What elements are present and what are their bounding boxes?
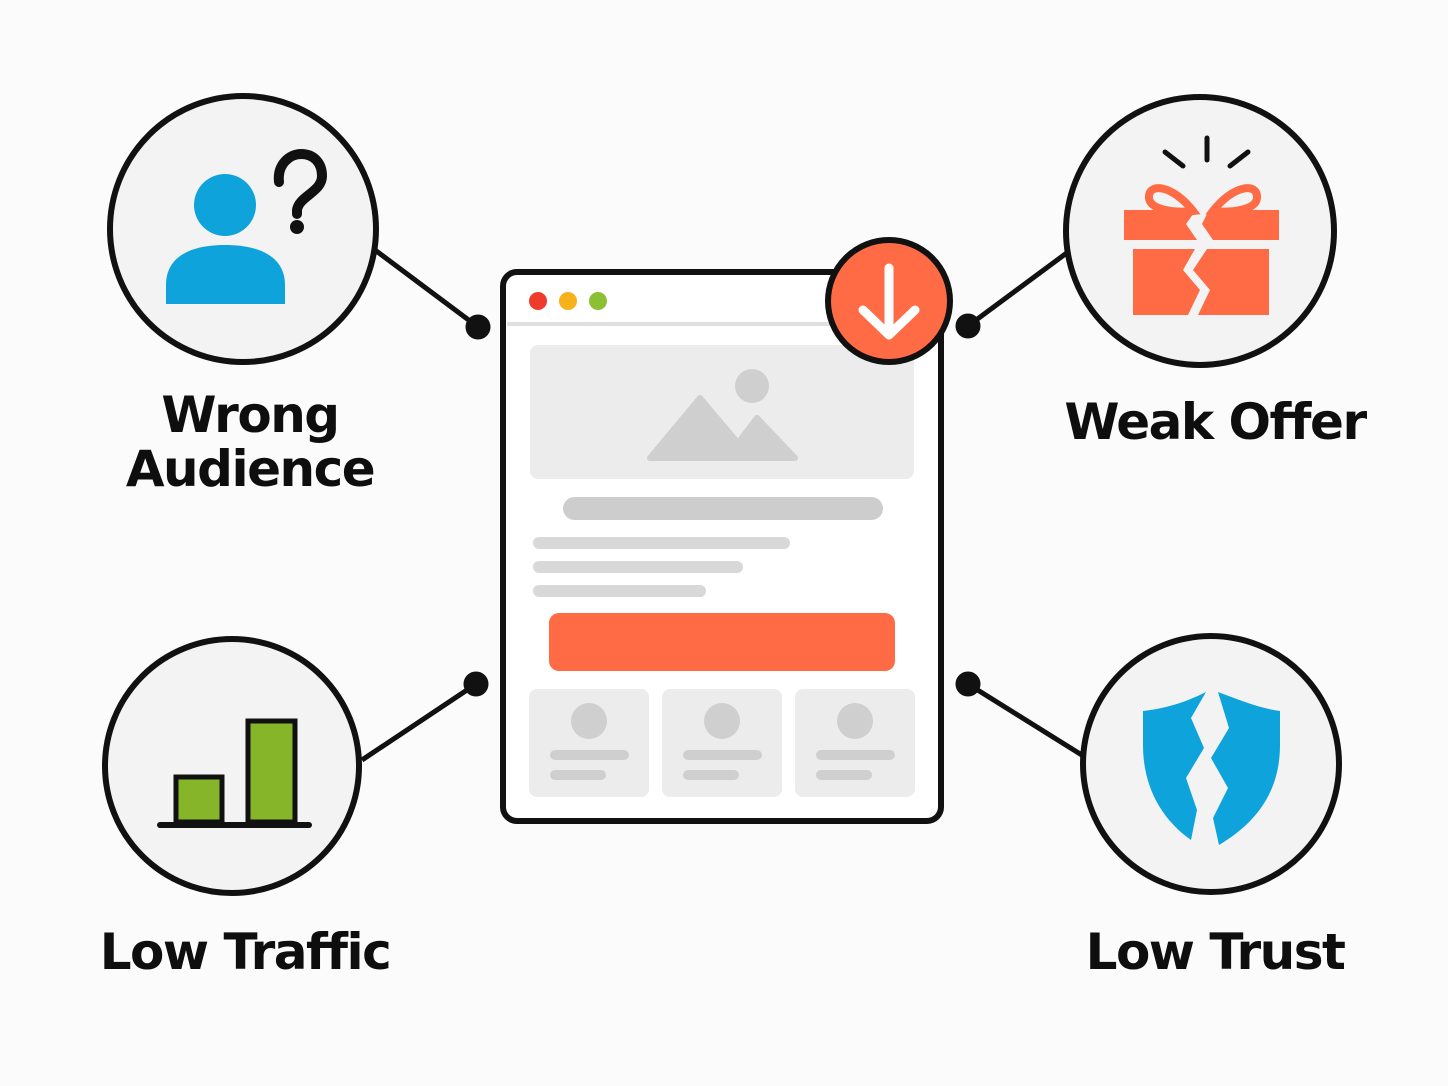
connector-bottom-right	[966, 681, 1087, 760]
testimonial-card	[662, 689, 782, 797]
testimonial-card	[529, 689, 649, 797]
connector-top-left	[373, 247, 480, 330]
wrong-audience-label: Wrong Audience	[100, 388, 400, 496]
low-trust-label: Low Trust	[1085, 923, 1346, 981]
window-close-dot	[529, 292, 547, 310]
text-line-placeholder	[533, 585, 706, 597]
connector-dot-bottom-left	[463, 671, 489, 697]
window-maximize-dot	[589, 292, 607, 310]
wrong-audience-label-line: Audience	[125, 440, 376, 498]
broken-shield-icon	[1143, 692, 1280, 845]
low-traffic-node	[102, 636, 362, 896]
connector-dot-top-left	[465, 314, 491, 340]
cta-button-placeholder	[549, 613, 895, 671]
hero-image-placeholder	[530, 345, 914, 479]
connector-top-right	[966, 249, 1070, 329]
headline-placeholder	[563, 497, 883, 520]
text-line-placeholder	[533, 561, 743, 573]
low-traffic-label: Low Traffic	[99, 923, 392, 981]
low-trust-node	[1080, 633, 1342, 895]
weak-offer-label: Weak Offer	[1064, 393, 1367, 451]
text-line-placeholder	[533, 537, 790, 549]
broken-gift-icon	[1124, 135, 1279, 315]
connector-dot-bottom-right	[955, 671, 981, 697]
landing-page-wireframe	[500, 237, 953, 824]
weak-offer-node	[1063, 94, 1337, 368]
bar-chart-icon	[157, 718, 312, 828]
wrong-audience-label-line: Wrong	[161, 386, 340, 444]
connector-dot-top-right	[955, 313, 981, 339]
down-arrow-icon	[825, 237, 953, 365]
testimonial-card	[795, 689, 915, 797]
window-minimize-dot	[559, 292, 577, 310]
image-icon	[647, 369, 798, 461]
wrong-audience-node	[107, 93, 379, 365]
user-question-icon	[166, 149, 327, 304]
connector-bottom-left	[360, 681, 478, 763]
connectors	[360, 247, 1087, 763]
